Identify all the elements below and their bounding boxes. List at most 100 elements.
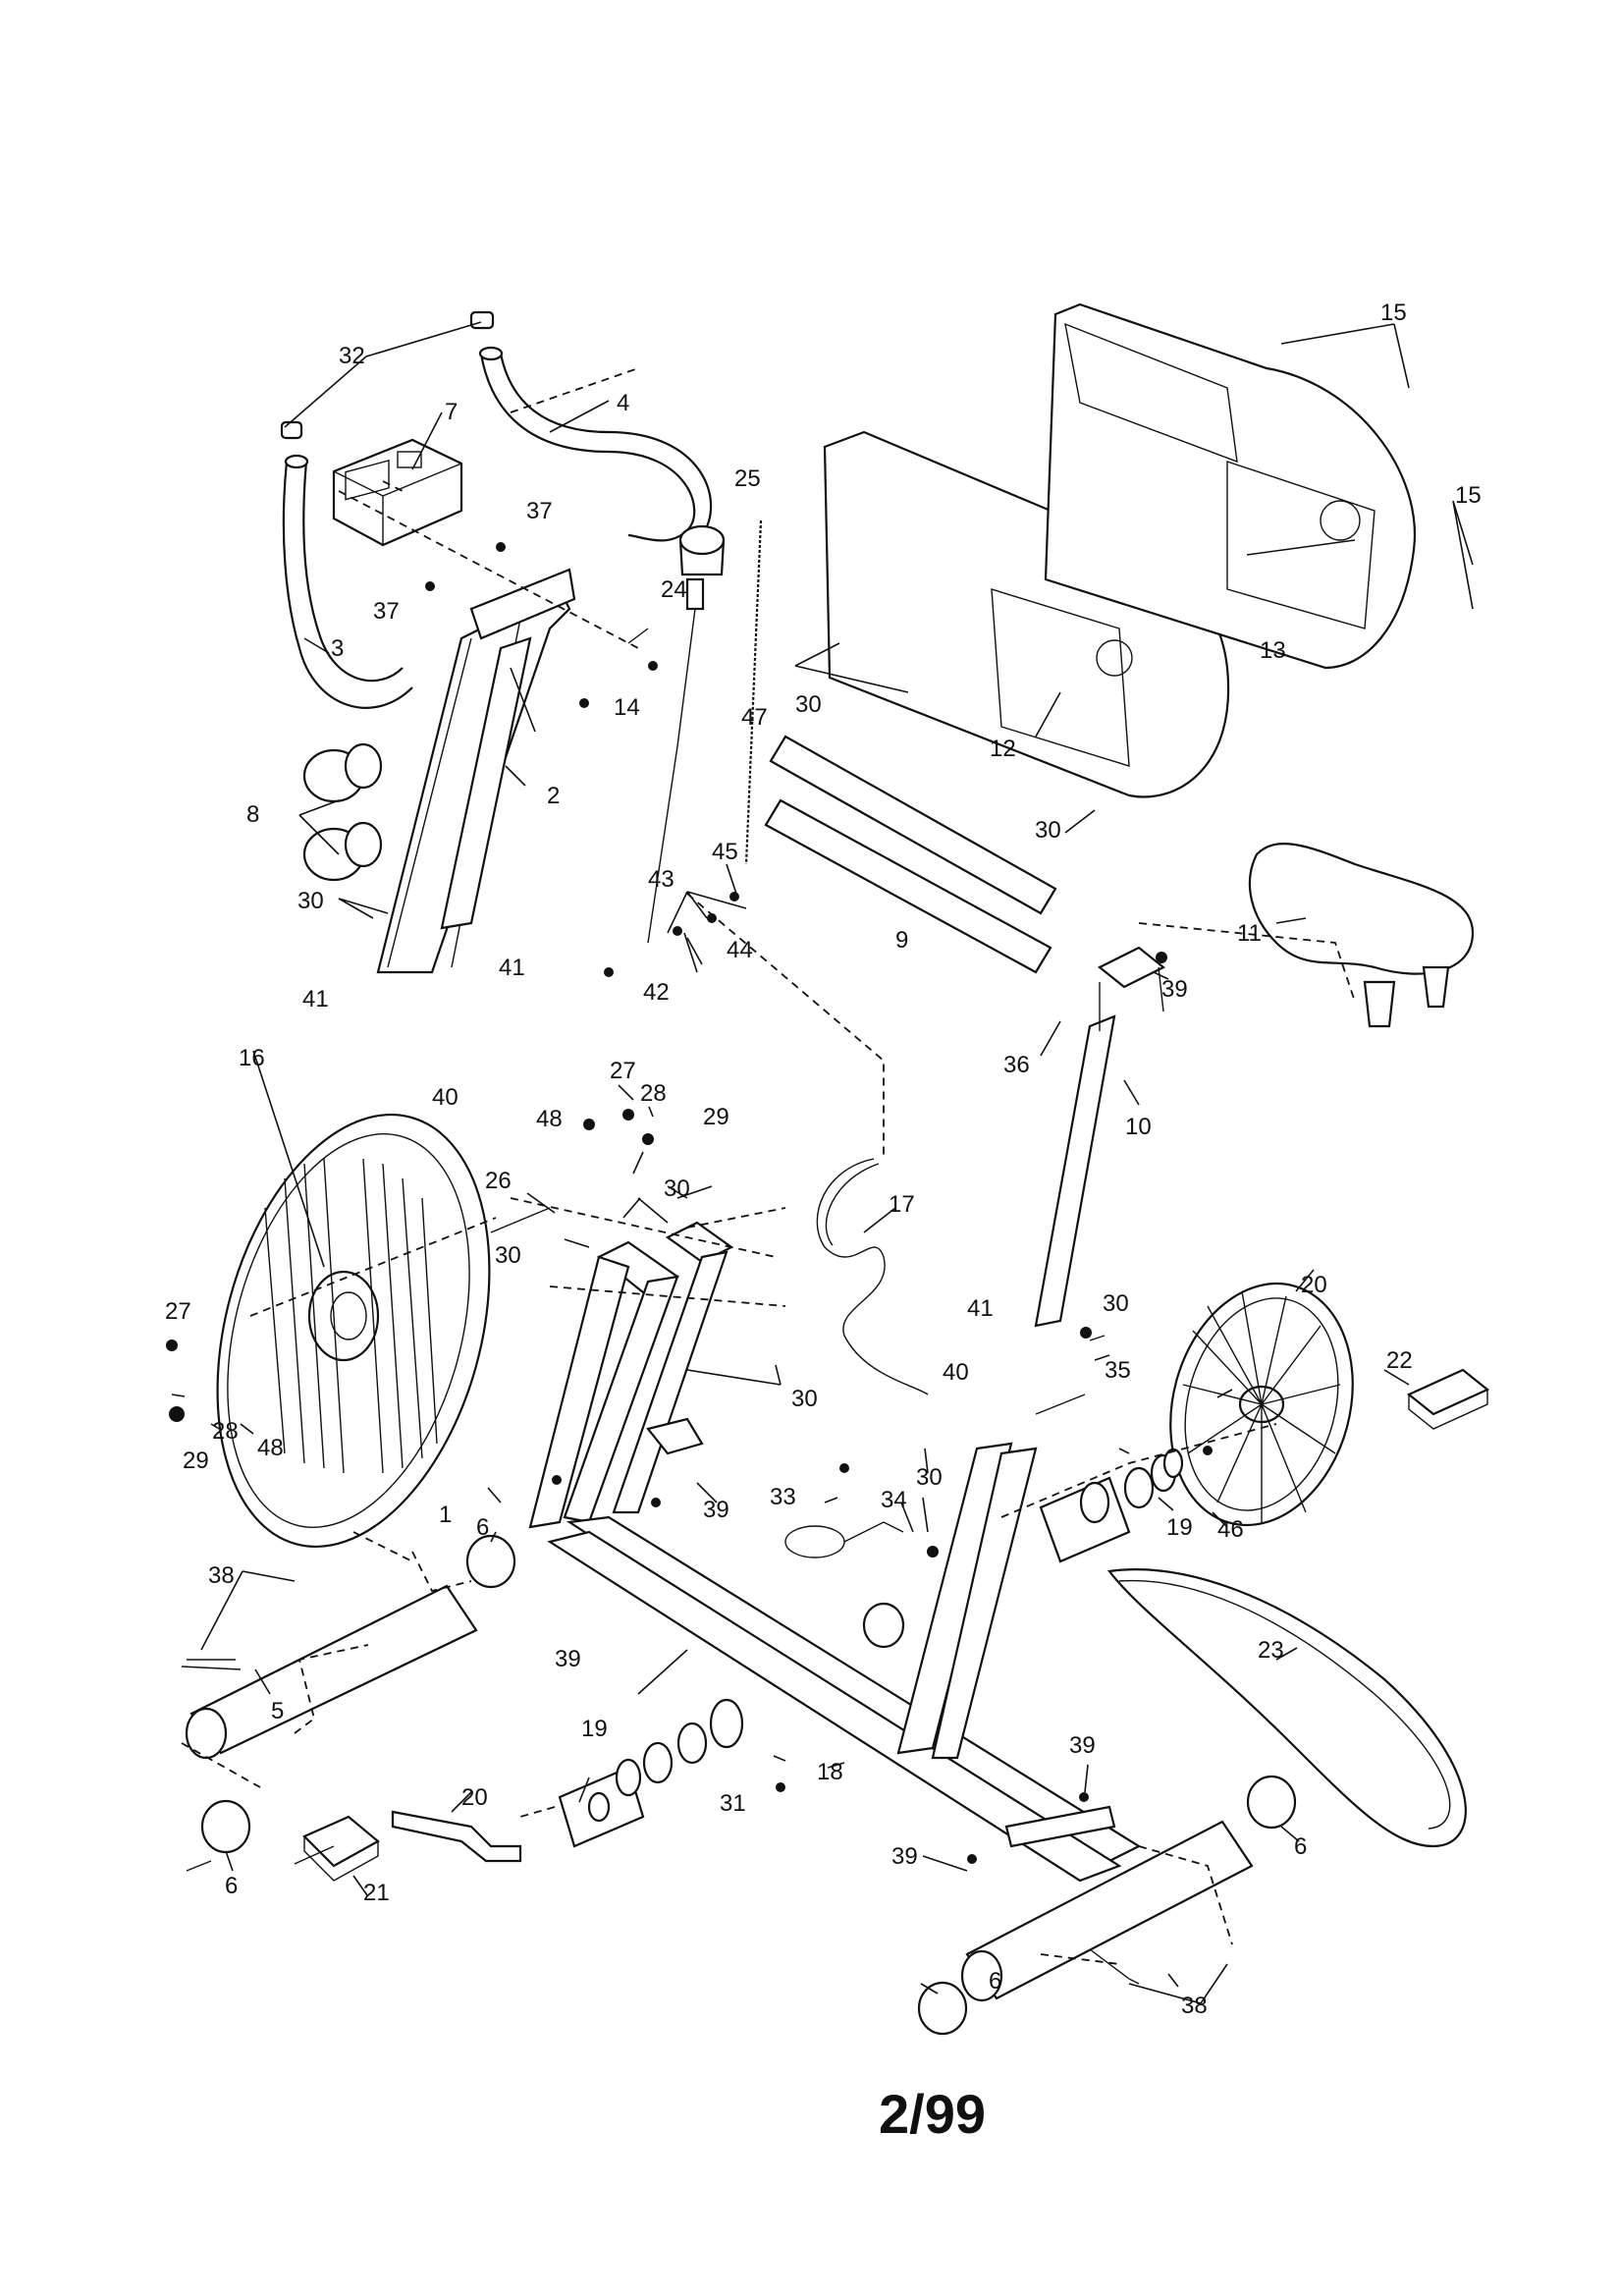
part-label-12: 12 xyxy=(990,736,1016,762)
flywheel-drawing xyxy=(216,1113,491,1549)
tension-knob-drawing xyxy=(647,519,763,944)
part-label-4: 4 xyxy=(617,390,629,416)
part-label-37a: 37 xyxy=(526,498,553,524)
part-label-32: 32 xyxy=(339,343,365,369)
stabilizer-front-drawing xyxy=(185,1534,516,1854)
part-label-25: 25 xyxy=(734,465,761,492)
part-label-42: 42 xyxy=(643,979,670,1006)
part-label-37b: 37 xyxy=(373,598,400,625)
part-label-15: 15 xyxy=(1380,300,1407,326)
part-label-7: 7 xyxy=(445,399,458,425)
part-label-27: 27 xyxy=(610,1058,636,1084)
part-label-16: 16 xyxy=(239,1045,265,1071)
part-label-6: 6 xyxy=(476,1514,489,1541)
part-label-20b: 20 xyxy=(461,1784,488,1811)
part-label-30g: 30 xyxy=(1103,1290,1129,1317)
part-label-43: 43 xyxy=(648,866,674,893)
part-label-48b: 48 xyxy=(257,1435,284,1461)
chainwheel-drawing xyxy=(1169,1282,1354,1527)
upright-drawing xyxy=(376,568,576,974)
pedal-right-drawing xyxy=(1406,1368,1490,1430)
part-label-48: 48 xyxy=(536,1106,563,1132)
part-label-44: 44 xyxy=(727,937,753,963)
part-label-41c: 41 xyxy=(967,1295,994,1322)
part-label-39c: 39 xyxy=(555,1646,581,1672)
part-label-30e: 30 xyxy=(495,1242,521,1269)
part-label-34: 34 xyxy=(881,1487,907,1513)
part-label-14: 14 xyxy=(614,694,640,721)
rollers-drawing xyxy=(302,742,383,882)
shroud-right-drawing xyxy=(1044,302,1417,670)
seat-post-drawing xyxy=(1034,946,1166,1328)
part-label-35: 35 xyxy=(1105,1357,1131,1384)
main-frame-drawing xyxy=(528,1221,1142,1883)
part-label-39d: 39 xyxy=(1069,1732,1096,1759)
part-label-19b: 19 xyxy=(581,1716,608,1742)
seat-drawing xyxy=(1248,843,1475,1028)
part-label-9: 9 xyxy=(895,927,908,954)
part-label-27b: 27 xyxy=(165,1298,191,1325)
part-label-15b: 15 xyxy=(1455,482,1482,509)
part-label-20: 20 xyxy=(1301,1272,1327,1298)
part-label-30f: 30 xyxy=(791,1386,818,1412)
crank-arm-drawing xyxy=(391,1810,522,1863)
part-label-40: 40 xyxy=(432,1084,458,1111)
part-label-1: 1 xyxy=(439,1502,452,1528)
part-label-38b: 38 xyxy=(1181,1993,1208,2019)
part-label-10: 10 xyxy=(1125,1114,1152,1140)
stabilizer-rear-drawing xyxy=(917,1775,1297,2036)
part-label-6c: 6 xyxy=(1294,1833,1307,1860)
belt-drawing xyxy=(1107,1568,1467,1848)
part-label-41a: 41 xyxy=(499,955,525,981)
part-label-19: 19 xyxy=(1166,1514,1193,1541)
console-drawing xyxy=(332,438,463,547)
bearing-assembly-upper-drawing xyxy=(1039,1448,1184,1563)
part-label-33: 33 xyxy=(770,1484,796,1510)
assembly-lines xyxy=(181,367,1356,1965)
part-label-18: 18 xyxy=(817,1759,843,1785)
part-label-6d: 6 xyxy=(989,1968,1001,1995)
part-label-46: 46 xyxy=(1217,1516,1244,1543)
pedal-left-drawing xyxy=(302,1815,380,1882)
tubes-drawing xyxy=(764,735,1057,974)
part-label-41b: 41 xyxy=(302,986,329,1012)
part-label-3: 3 xyxy=(331,635,344,662)
part-label-30h: 30 xyxy=(916,1464,943,1491)
part-label-30c: 30 xyxy=(1035,817,1061,844)
part-label-6b: 6 xyxy=(225,1873,238,1899)
part-label-30d: 30 xyxy=(664,1175,690,1202)
part-label-30a: 30 xyxy=(297,888,324,914)
part-label-36: 36 xyxy=(1003,1052,1030,1078)
page-code: 2/99 xyxy=(879,2083,986,2145)
part-label-40b: 40 xyxy=(943,1359,969,1386)
part-label-45: 45 xyxy=(712,839,738,865)
bearing-assembly-lower-drawing xyxy=(558,1698,744,1848)
part-label-2: 2 xyxy=(547,783,560,809)
part-label-11: 11 xyxy=(1237,920,1262,947)
part-label-39a: 39 xyxy=(1161,976,1188,1003)
part-label-31: 31 xyxy=(720,1790,746,1817)
part-label-28b: 28 xyxy=(212,1418,239,1445)
part-label-5: 5 xyxy=(271,1698,284,1724)
part-label-30b: 30 xyxy=(795,691,822,718)
sensor-wire-drawing xyxy=(816,1158,929,1395)
fasteners xyxy=(166,542,1213,1985)
part-label-29b: 29 xyxy=(183,1448,209,1474)
part-label-39b: 39 xyxy=(703,1497,729,1523)
part-label-26: 26 xyxy=(485,1168,512,1194)
part-label-47: 47 xyxy=(741,704,768,731)
part-label-28: 28 xyxy=(640,1080,667,1107)
part-label-29: 29 xyxy=(703,1104,729,1130)
part-label-8: 8 xyxy=(246,801,259,828)
part-label-23: 23 xyxy=(1258,1637,1284,1664)
part-label-38: 38 xyxy=(208,1562,235,1589)
part-label-21: 21 xyxy=(363,1880,390,1906)
part-label-13: 13 xyxy=(1260,637,1286,664)
cable-33-drawing xyxy=(784,1521,904,1558)
part-label-17: 17 xyxy=(889,1191,915,1218)
part-callouts: 1 2 3 4 5 6 6 6 6 7 8 9 10 11 12 13 14 1… xyxy=(165,300,1482,2019)
leader-lines xyxy=(171,321,1474,2004)
part-label-39e: 39 xyxy=(891,1843,918,1870)
handlebar-right-drawing xyxy=(469,310,713,542)
